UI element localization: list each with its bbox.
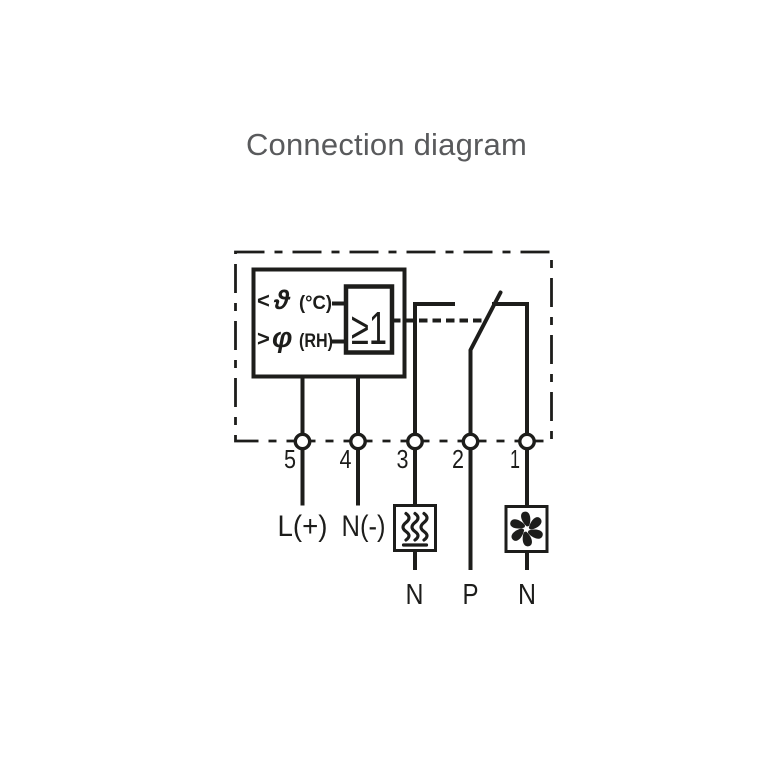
or-gate-box bbox=[343, 284, 395, 355]
phase-label: P bbox=[463, 579, 479, 611]
humidity-prefix: > bbox=[257, 326, 270, 351]
switch-arm bbox=[468, 290, 503, 352]
humidity-unit: (RH) bbox=[299, 330, 333, 352]
wire-terminal-3 bbox=[413, 302, 455, 570]
terminal-number-4: 4 bbox=[340, 444, 352, 474]
supply-label-n-minus: N(-) bbox=[342, 510, 386, 543]
terminal-numbers: 5 4 3 2 1 bbox=[284, 444, 520, 474]
page-title: Connection diagram bbox=[245, 127, 528, 162]
terminal-circle-1 bbox=[518, 432, 536, 451]
terminal-number-1: 1 bbox=[510, 444, 520, 474]
terminal-number-5: 5 bbox=[284, 444, 296, 474]
temp-prefix: < bbox=[257, 288, 270, 313]
or-gate-label: ≥1 bbox=[351, 302, 387, 354]
terminal-circle-5 bbox=[293, 432, 312, 451]
terminal-circles bbox=[293, 432, 536, 451]
supply-label-l-plus: L(+) bbox=[278, 510, 328, 543]
heater-neutral-label: N bbox=[406, 579, 424, 611]
gate-input-stubs bbox=[332, 301, 346, 344]
phi-symbol: φ bbox=[272, 322, 292, 354]
terminal-circle-3 bbox=[406, 432, 424, 451]
conductor-labels: N P N bbox=[406, 579, 537, 611]
terminal-number-2: 2 bbox=[452, 444, 464, 474]
device-dashed-boundary bbox=[234, 250, 553, 443]
heater-device bbox=[393, 504, 437, 552]
heater-icon bbox=[401, 511, 429, 547]
terminal-circle-4 bbox=[349, 432, 367, 451]
wire-terminal-1 bbox=[492, 302, 529, 570]
fan-neutral-label: N bbox=[518, 579, 536, 611]
terminal-number-3: 3 bbox=[397, 444, 409, 474]
fan-device bbox=[504, 505, 549, 553]
terminal-circle-2 bbox=[461, 432, 480, 451]
temp-unit: (°C) bbox=[299, 292, 332, 314]
fan-icon bbox=[510, 511, 543, 547]
theta-symbol: ϑ bbox=[273, 285, 291, 315]
